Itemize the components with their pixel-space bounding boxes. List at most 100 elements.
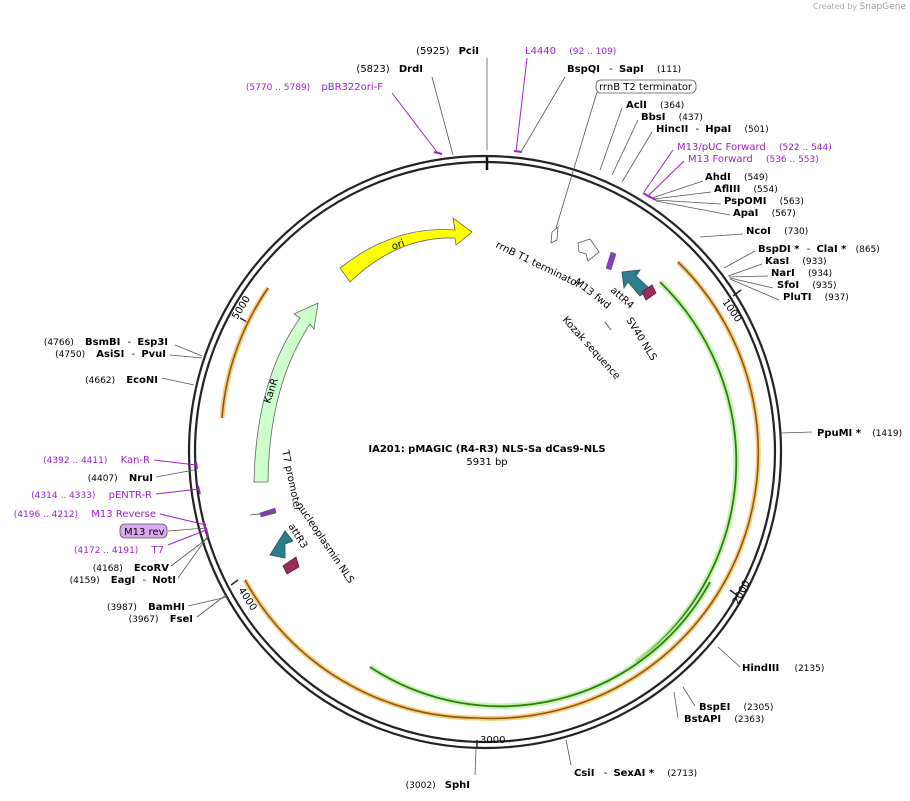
leader-afliii <box>653 191 712 200</box>
site-ncoi-name: NcoI <box>746 226 771 237</box>
leader-nari <box>728 275 769 278</box>
leader-m13rev-internal <box>249 511 277 516</box>
plasmid-length: 5931 bp <box>466 457 507 468</box>
site-ecorv-label: (4168) EcoRV <box>93 563 169 574</box>
site-sapi-name: SapI <box>619 64 644 75</box>
site-kasi-name: KasI <box>765 256 789 267</box>
site-hindiii-name: HindIII <box>742 663 779 674</box>
site-pspomi-label: PspOMI (563) <box>724 196 804 207</box>
primer-m13reverse-range: (4196 .. 4212) <box>14 510 78 520</box>
kozak-label: Kozak sequence <box>560 315 622 382</box>
orf-arc <box>476 261 760 720</box>
primer-mark-t7 <box>205 527 209 537</box>
leader-bspei <box>682 686 696 707</box>
site-sphi-label: (3002) SphI <box>406 780 470 791</box>
site-esp3i-name: Esp3I <box>137 337 168 348</box>
site-hindiii-pos: (2135) <box>794 664 824 674</box>
nucleoplasmin-nls-feature <box>282 556 300 575</box>
kozak-sequence-feature <box>604 321 612 331</box>
leader-hincii <box>621 131 653 183</box>
primer-m13puc-range: (522 .. 544) <box>779 143 832 153</box>
site-bamhi-name: BamHI <box>148 602 185 613</box>
m13-rev-box <box>119 523 168 539</box>
primer-m13forward-range: (536 .. 553) <box>766 155 819 165</box>
site-pluti-pos: (937) <box>825 293 849 303</box>
rrnb-t1-terminator-feature <box>577 238 600 262</box>
primer-m13puc-name: M13/pUC Forward <box>677 142 766 153</box>
sv40-nls-label: SV40 NLS <box>623 316 658 363</box>
site-bstapi-pos: (2363) <box>734 715 764 725</box>
primer-t7-label: (4172 .. 4191) T7 <box>74 545 164 556</box>
site-fsei-name: FseI <box>170 614 193 625</box>
primer-m13reverse-label: (4196 .. 4212) M13 Reverse <box>14 509 156 520</box>
primer-l4440-label: L4440 (92 .. 109) <box>525 46 616 57</box>
site-eagi-name: EagI <box>111 575 135 586</box>
site-nari-name: NarI <box>771 268 795 279</box>
leader-acli <box>599 107 623 171</box>
backbone-inner <box>193 160 777 744</box>
site-nrui-label: (4407) NruI <box>88 473 153 484</box>
primer-m13forward-name: M13 Forward <box>688 154 753 165</box>
snapgene-credit: Created by SnapGene <box>813 2 906 12</box>
primer-pbr322ori-name: pBR322ori-F <box>321 82 383 93</box>
site-fsei-label: (3967) FseI <box>129 614 193 625</box>
site-bstapi-label: BstAPI (2363) <box>684 714 764 725</box>
leader-rrnb-t2 <box>555 91 598 229</box>
site-hpai-name: HpaI <box>705 124 731 135</box>
primer-m13reverse-name: M13 Reverse <box>91 509 156 520</box>
orf-arc-lower <box>244 579 478 719</box>
site-sfoi-name: SfoI <box>777 280 799 291</box>
site-afliii-label: AflIII (554) <box>714 184 778 195</box>
leader-sphi <box>474 747 477 776</box>
rrnb-t2-box <box>595 79 697 94</box>
leader-m13puc <box>643 149 674 193</box>
leader-m13forward <box>647 160 685 197</box>
site-bsmbi-name: BsmBI <box>85 337 120 348</box>
plasmid-title: IA201: pMAGIC (R4-R3) NLS-Sa dCas9-NLS <box>368 444 605 455</box>
kanr-arrow <box>253 302 319 483</box>
tick-mark-1000 <box>732 289 742 297</box>
site-bbsi-pos: (437) <box>679 113 703 123</box>
site-econi-label: (4662) EcoNI <box>85 375 158 386</box>
leader-kasi <box>727 263 763 277</box>
site-bsmbi-pos: (4766) <box>44 338 74 348</box>
site-bspdi-label: BspDI * - ClaI * (865) <box>758 244 880 255</box>
site-ahdi-pos: (549) <box>744 173 768 183</box>
leader-econi <box>161 377 195 386</box>
site-ppumi-name: PpuMI * <box>817 428 862 439</box>
site-noti-name: NotI <box>152 575 176 586</box>
leader-bstapi <box>673 691 679 719</box>
site-drdi-label: (5823) DrdI <box>356 64 423 75</box>
m13-rev-feature <box>259 507 277 518</box>
primer-pentr-label: (4314 .. 4333) pENTR-R <box>31 490 152 501</box>
site-ncoi-label: NcoI (730) <box>746 226 808 237</box>
site-bspei-name: BspEI <box>699 702 730 713</box>
site-sfoi-pos: (935) <box>812 281 836 291</box>
site-afliii-pos: (554) <box>754 185 778 195</box>
rrnb-t1-label: rrnB T1 terminator <box>494 240 583 291</box>
leader-pbr322ori <box>391 92 438 153</box>
site-pspomi-name: PspOMI <box>724 196 766 207</box>
leader-bsmbi <box>174 344 203 357</box>
site-bbsi-label: BbsI (437) <box>641 112 703 123</box>
primer-marks <box>195 150 657 537</box>
site-bbsi-name: BbsI <box>641 112 665 123</box>
site-csii-label: CsiI - SexAI * (2713) <box>574 768 697 779</box>
site-ecorv-pos: (4168) <box>93 564 123 574</box>
leader-l4440 <box>515 57 528 153</box>
site-ppumi-pos: (1419) <box>872 429 902 439</box>
site-ncoi-pos: (730) <box>784 227 808 237</box>
primer-pbr322ori-range: (5770 .. 5789) <box>246 83 310 93</box>
site-csii-name: CsiI <box>574 768 594 779</box>
leader-asisi <box>169 354 203 359</box>
leader-ncoi <box>699 233 744 238</box>
primer-pbr322ori-label: (5770 .. 5789) pBR322ori-F <box>246 82 383 93</box>
leader-kanr-primer <box>153 459 197 466</box>
primer-pentr-range: (4314 .. 4333) <box>31 491 95 501</box>
primer-t7-name: T7 <box>151 545 164 556</box>
site-nrui-name: NruI <box>129 473 153 484</box>
site-apai-name: ApaI <box>733 208 758 219</box>
site-ahdi-name: AhdI <box>705 172 731 183</box>
credit-prefix: Created by <box>813 2 858 11</box>
